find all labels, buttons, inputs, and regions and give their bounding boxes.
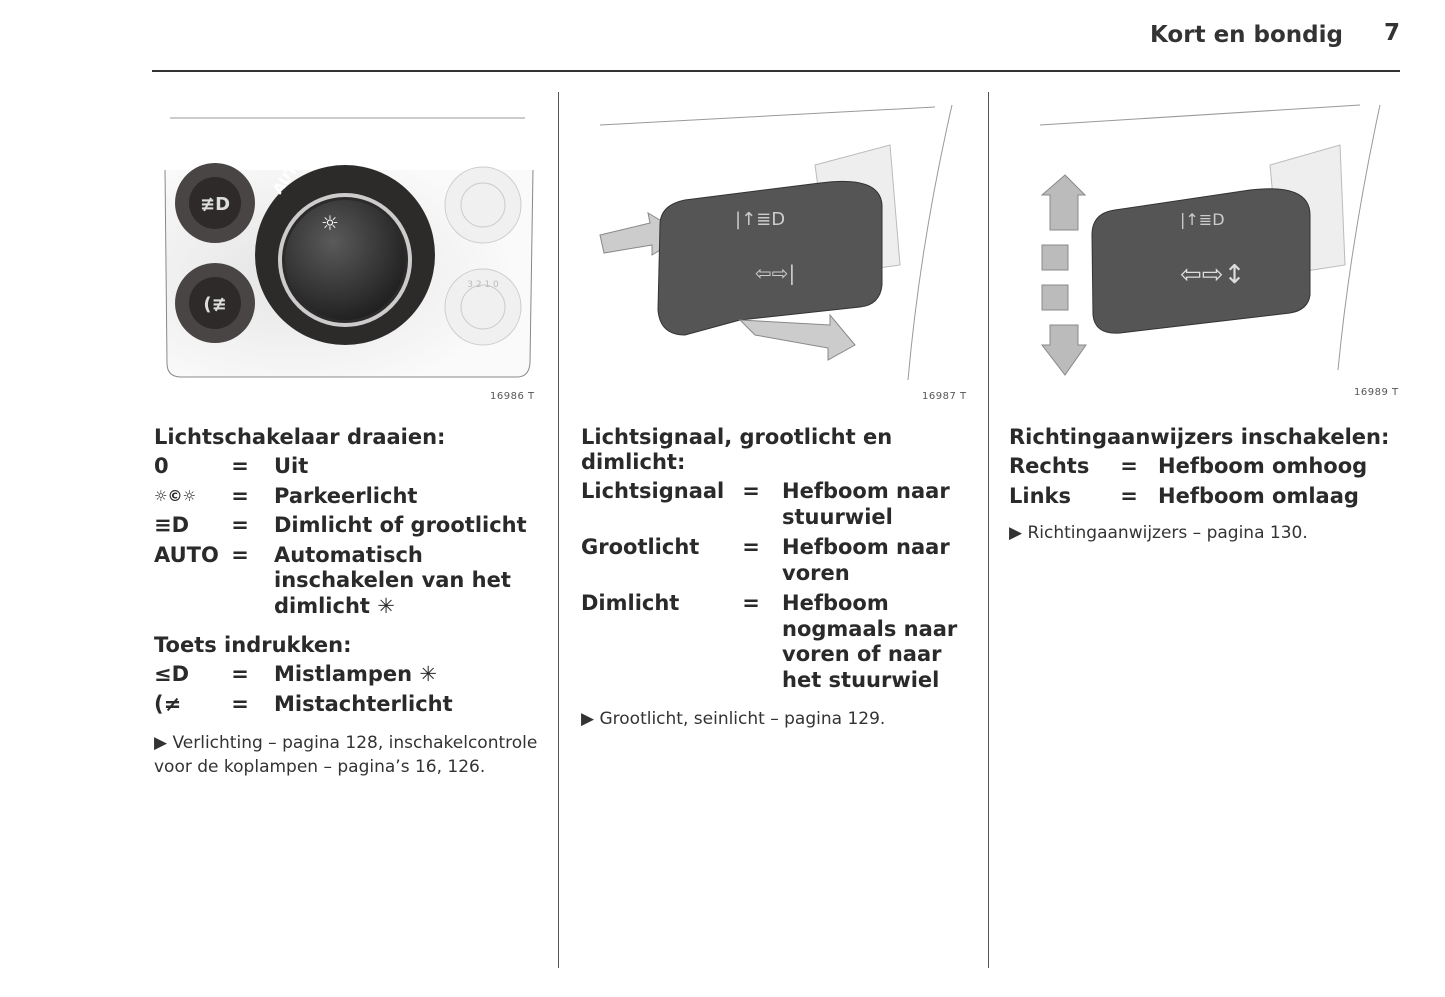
parking-light-icon: ☼©☼ xyxy=(154,486,196,505)
definition-value: Hefboom omlaag xyxy=(1158,483,1359,508)
equals-sign: = xyxy=(231,542,249,567)
equals-sign: = xyxy=(231,662,249,686)
definition-key: Rechts xyxy=(1009,454,1090,478)
rear-fog-light-icon: (≠ xyxy=(154,691,182,716)
equals-sign: = xyxy=(1120,454,1138,478)
column-headlight-stalk: Lichtsignaal, grootlicht en dimlicht: Li… xyxy=(581,425,976,731)
figure-number: 16986 T xyxy=(490,391,535,402)
page-reference: ▶ Verlichting – pagina 128, inschakelcon… xyxy=(154,733,538,777)
header-rule xyxy=(152,70,1400,72)
definition-row: Lichtsignaal = Hefboom naar stuurwiel xyxy=(581,479,976,530)
turn-signal-illustration: |↑≣D ⇦⇨↕ xyxy=(1020,95,1395,389)
section-heading: Lichtsignaal, grootlicht en dimlicht: xyxy=(581,425,893,474)
svg-text:|↑≣D: |↑≣D xyxy=(735,209,785,230)
definition-row: Rechts = Hefboom omhoog xyxy=(1009,454,1399,480)
definition-value: Dimlicht of grootlicht xyxy=(274,513,527,537)
svg-text:≡D≡: ≡D≡ xyxy=(332,147,364,162)
dial-label-off: 0 xyxy=(305,151,315,169)
definition-value: Hefboom naar stuurwiel xyxy=(782,479,950,529)
definition-row: ☼©☼ = Parkeerlicht xyxy=(154,484,544,510)
column-light-switch: Lichtschakelaar draaien: 0 = Uit ☼©☼ = Parke… xyxy=(154,425,544,779)
fog-light-icon: ≤D xyxy=(154,662,190,686)
headlight-stalk-illustration: |↑≣D ⇦⇨| xyxy=(590,95,965,389)
equals-sign: = xyxy=(742,591,760,615)
column-turn-signal: Richtingaanwijzers inschakelen: Rechts = H… xyxy=(1009,425,1399,545)
definition-value: Parkeerlicht xyxy=(274,483,418,508)
page-reference: ▶ Richtingaanwijzers – pagina 130. xyxy=(1009,523,1308,543)
section-title: Kort en bondig xyxy=(1150,22,1343,48)
definition-value: Uit xyxy=(274,454,309,478)
light-switch-illustration: ≢D (≢ ☼ AUTO 0 ≡D≡ ≣D 3 2 1 0 xyxy=(155,95,540,389)
equals-sign: = xyxy=(231,454,249,478)
definition-value: Hefboom omhoog xyxy=(1158,454,1368,478)
page-reference: ▶ Grootlicht, seinlicht – pagina 129. xyxy=(581,709,886,729)
page-number: 7 xyxy=(1384,20,1401,46)
equals-sign: = xyxy=(742,479,760,503)
svg-text:3 2 1 0: 3 2 1 0 xyxy=(467,280,499,290)
definition-row: Dimlicht = Hefboom nogmaals naar voren of … xyxy=(581,591,976,693)
section-heading: Toets indrukken: xyxy=(154,633,352,657)
definition-key: Dimlicht xyxy=(581,591,680,615)
svg-text:|↑≣D: |↑≣D xyxy=(1180,210,1225,229)
section-heading: Richtingaanwijzers inschakelen: xyxy=(1009,425,1390,449)
definition-row: (≠ = Mistachterlicht xyxy=(154,692,544,718)
figure-number: 16987 T xyxy=(922,391,967,402)
equals-sign: = xyxy=(231,483,249,508)
definition-key: Links xyxy=(1009,483,1071,508)
equals-sign: = xyxy=(231,513,249,537)
definition-row: Grootlicht = Hefboom naar voren xyxy=(581,535,976,586)
definition-row: ≤D = Mistlampen ✳ xyxy=(154,662,544,688)
svg-text:≣D: ≣D xyxy=(383,156,406,172)
section-heading: Lichtschakelaar draaien: xyxy=(154,425,446,449)
column-divider xyxy=(558,92,559,968)
column-divider xyxy=(988,92,989,968)
figure-number: 16989 T xyxy=(1354,387,1399,398)
symbol-off: 0 xyxy=(154,454,169,478)
equals-sign: = xyxy=(1120,483,1138,508)
definition-row: AUTO = Automatisch inschakelen van het dim… xyxy=(154,543,544,620)
svg-text:⇦⇨|: ⇦⇨| xyxy=(755,261,795,285)
definition-value: Mistachterlicht xyxy=(274,691,453,716)
definition-value: Hefboom nogmaals naar voren of naar het … xyxy=(782,591,958,692)
definition-row: 0 = Uit xyxy=(154,454,544,480)
equals-sign: = xyxy=(742,535,760,559)
definition-row: ≡D = Dimlicht of grootlicht xyxy=(154,513,544,539)
headlight-icon: ≡D xyxy=(154,513,190,537)
definition-key: Grootlicht xyxy=(581,535,700,559)
svg-text:(≢: (≢ xyxy=(203,294,226,315)
svg-text:☼: ☼ xyxy=(321,211,339,235)
definition-value: Hefboom naar voren xyxy=(782,535,950,585)
definition-row: Links = Hefboom omlaag xyxy=(1009,484,1399,510)
svg-text:⇦⇨↕: ⇦⇨↕ xyxy=(1180,260,1245,290)
symbol-auto: AUTO xyxy=(154,542,219,567)
definition-value: Automatisch inschakelen van het dimlicht… xyxy=(274,542,511,618)
svg-text:≢D: ≢D xyxy=(200,194,230,215)
equals-sign: = xyxy=(231,691,249,716)
definition-value: Mistlampen ✳ xyxy=(274,662,438,686)
definition-key: Lichtsignaal xyxy=(581,479,725,503)
